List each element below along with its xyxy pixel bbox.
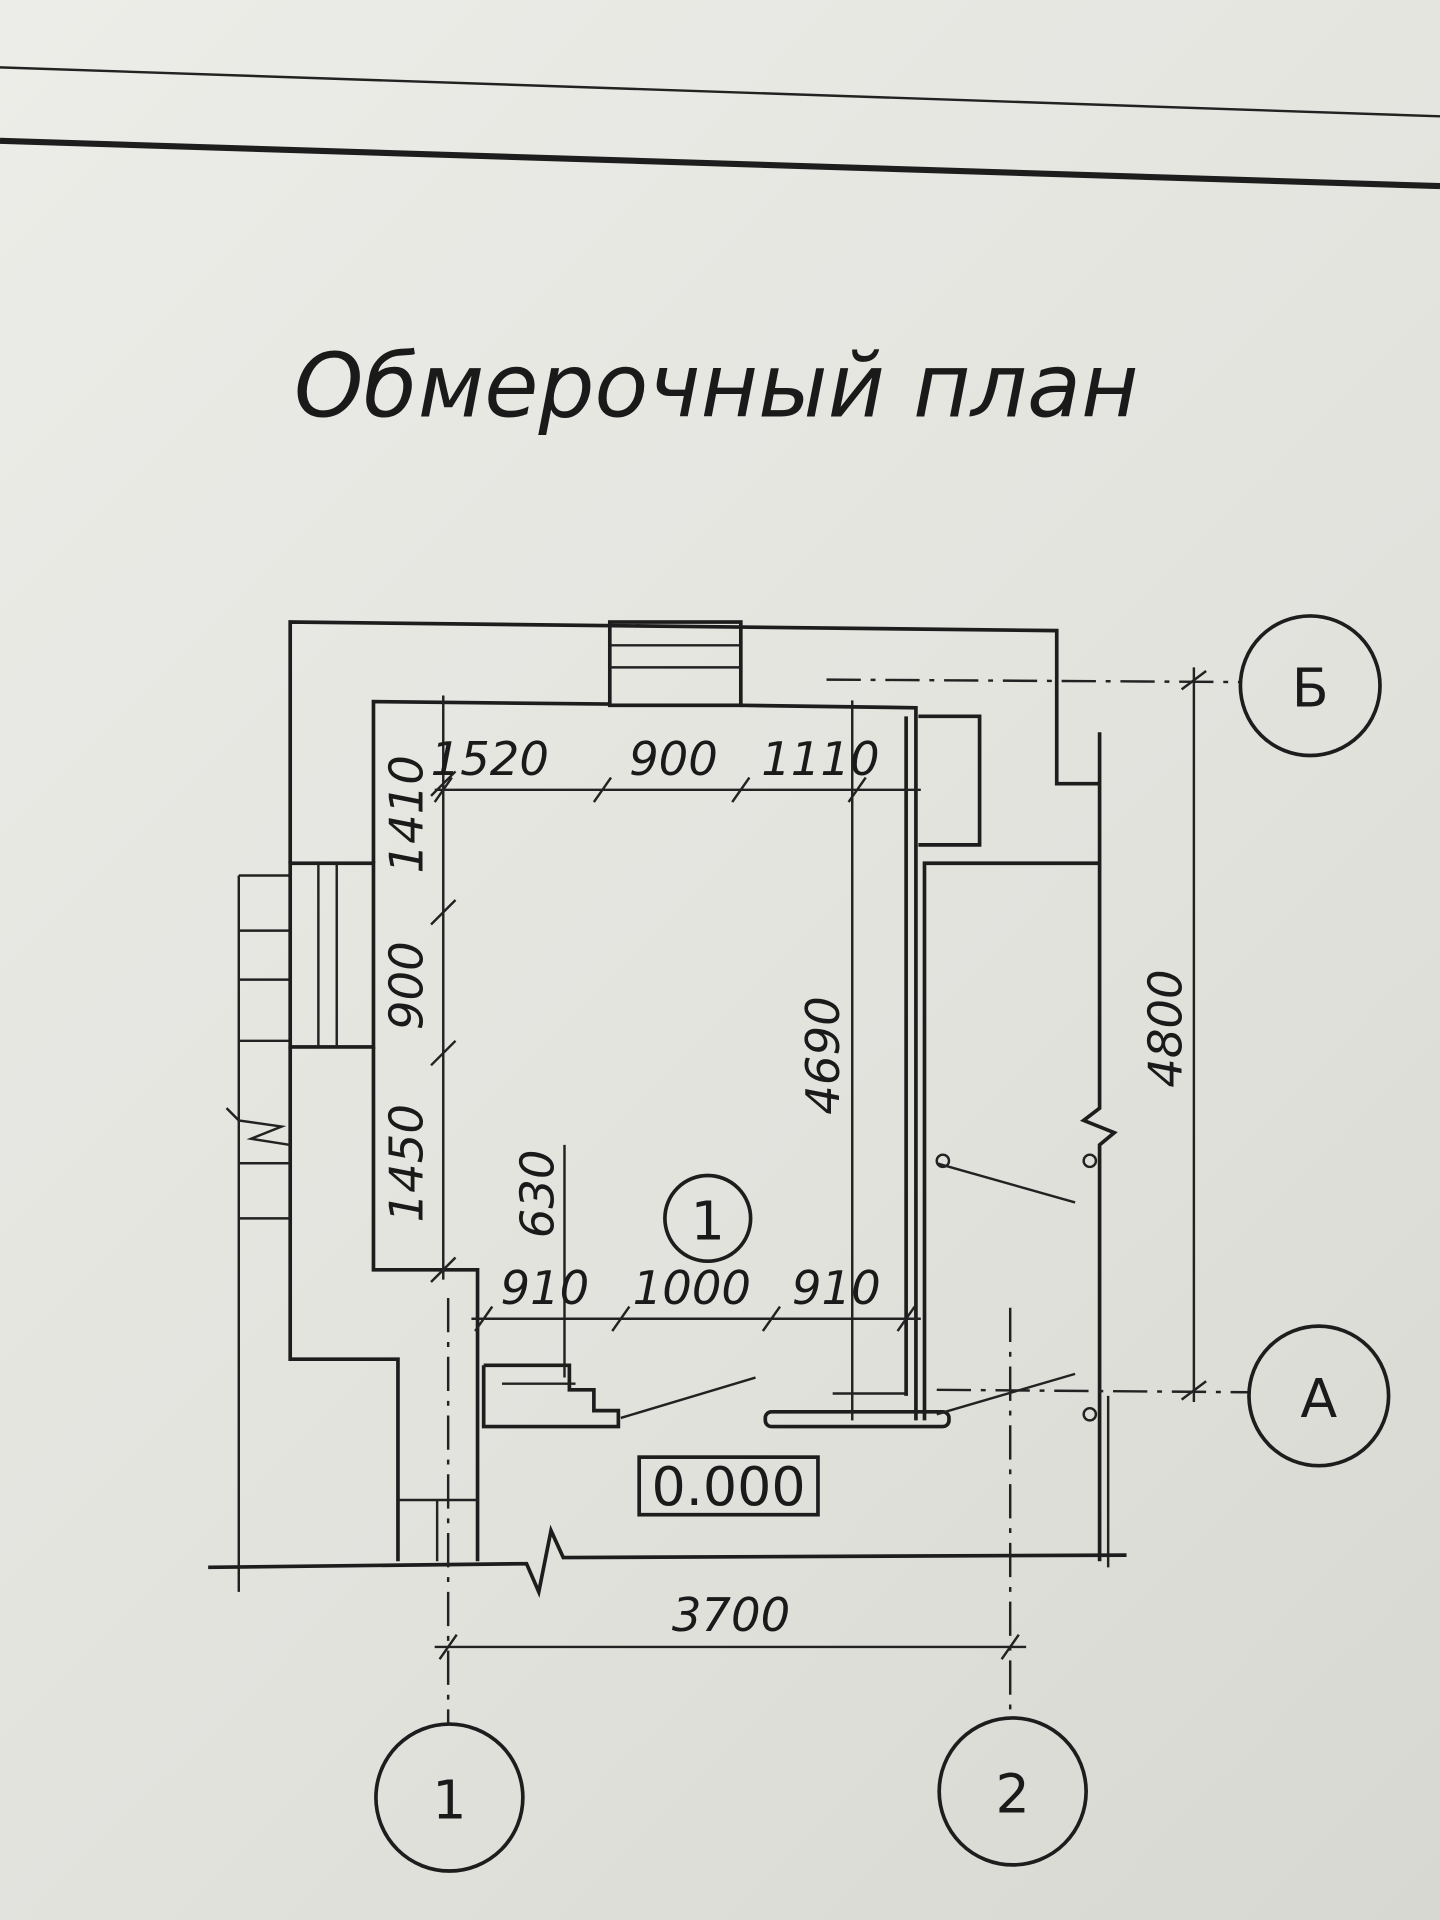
window-top [607,620,743,708]
dimension-lines [430,667,1207,1660]
axis-line-a [936,1388,1249,1394]
dim-left-1: 1410 [379,755,433,873]
dim-left-2: 900 [379,941,433,1030]
dim-top-1: 1520 [431,732,549,786]
axis-bubble-1 [374,1722,525,1873]
dim-axis-vertical: 4800 [1139,969,1193,1087]
dim-room-depth: 4690 [796,996,850,1114]
axis-label-2: 2 [996,1762,1030,1825]
axis-bubble-a [1247,1324,1391,1468]
axis-label-b: Б [1292,657,1329,720]
frame-line-thin [0,66,1440,118]
door-entrance [481,1363,951,1429]
dim-left-3: 1450 [379,1104,433,1222]
dim-bottom-3: 910 [792,1261,881,1315]
door-side [832,1153,1098,1422]
floor-level: 0.000 [651,1455,805,1518]
dim-bottom-1: 910 [500,1261,589,1315]
axis-label-a: А [1300,1367,1337,1430]
axis-label-1: 1 [432,1769,466,1832]
axis-bubble-b [1238,614,1382,758]
axis-bubble-2 [937,1716,1088,1867]
axis-line-b [826,678,1240,684]
window-left [288,861,376,1049]
dim-axis-horizontal: 3700 [672,1588,790,1642]
frame-line-thick [0,137,1440,190]
level-box [637,1455,820,1517]
dim-door-height: 630 [510,1149,564,1238]
walls [208,620,1127,1598]
dim-bottom-2: 1000 [633,1261,751,1315]
room-number: 1 [691,1189,725,1252]
plan-title: Обмерочный план [294,334,1139,437]
dim-top-2: 900 [629,732,718,786]
room-marker [663,1173,753,1264]
dim-top-3: 1110 [761,732,879,786]
